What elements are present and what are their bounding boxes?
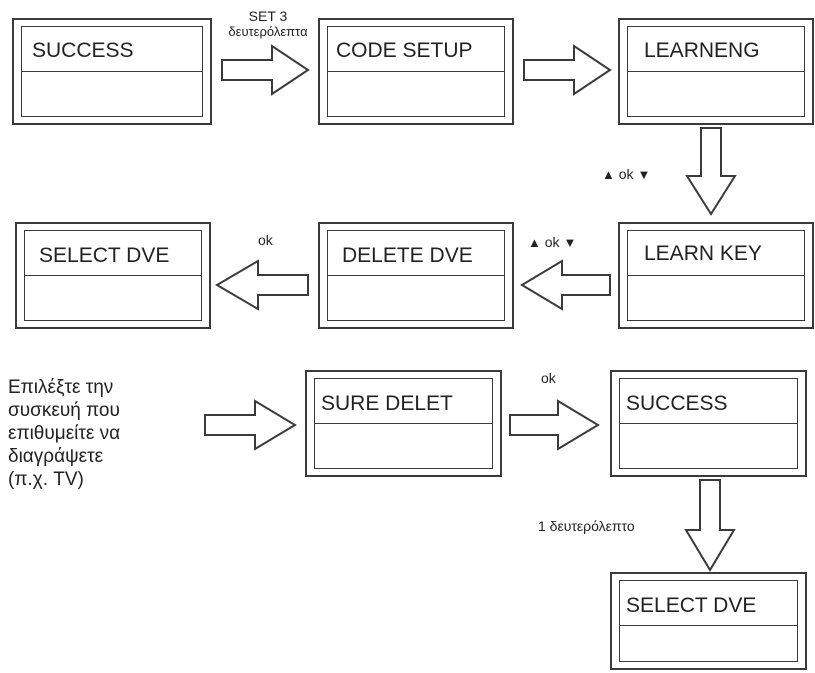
- screen-label: SELECT DVE: [39, 244, 170, 267]
- instruction-line-4: διαγράψετε: [8, 446, 104, 467]
- screen-select-dve-2: SELECT DVE: [610, 572, 807, 670]
- screen-label: DELETE DVE: [342, 244, 473, 267]
- screen-label: SUCCESS: [626, 392, 728, 415]
- screen-label: SELECT DVE: [626, 594, 757, 617]
- ok-note-sure: ok: [541, 370, 556, 386]
- instruction-line-2: συσκευή που: [8, 400, 120, 421]
- down-arrow-icon: ▼: [637, 167, 651, 182]
- screen-label: SURE DELET: [321, 392, 453, 415]
- arrow-left-2: [215, 259, 309, 311]
- screen-success-1: SUCCESS: [12, 18, 212, 125]
- screen-label: SUCCESS: [32, 39, 134, 62]
- nav-keys-delete: ▲ ok ▼: [528, 234, 576, 251]
- down-arrow-icon: ▼: [563, 235, 577, 250]
- screen-label: CODE SETUP: [336, 39, 473, 62]
- arrow-right-2: [523, 44, 612, 96]
- up-arrow-icon: ▲: [602, 167, 615, 182]
- screen-sure-delet: SURE DELET: [305, 370, 502, 477]
- screen-select-dve-1: SELECT DVE: [15, 222, 211, 329]
- instruction-line-5: (π.χ. TV): [8, 469, 84, 490]
- screen-success-2: SUCCESS: [610, 370, 807, 477]
- arrow-right-1: [221, 44, 310, 96]
- screen-code-setup: CODE SETUP: [318, 18, 514, 125]
- instruction-line-1: Επιλέξτε την: [8, 377, 114, 398]
- device-instruction: Επιλέξτε την συσκευή που επιθυμείτε να δ…: [8, 376, 120, 491]
- arrow-down-1: [685, 127, 737, 216]
- screen-label: LEARN KEY: [644, 242, 762, 265]
- ok-label: ok: [544, 234, 560, 250]
- arrow-right-4: [509, 399, 600, 451]
- nav-keys-learn: ▲ ok ▼: [602, 166, 650, 183]
- set-hold-note: SET 3 δευτερόλεπτα: [203, 8, 333, 40]
- arrow-left-1: [520, 259, 611, 311]
- arrow-down-2: [684, 479, 736, 572]
- screen-delete-dve: DELETE DVE: [318, 222, 514, 329]
- ok-label: ok: [618, 166, 634, 182]
- instruction-line-3: επιθυμείτε να: [8, 423, 121, 444]
- set-note-line1: SET 3: [248, 8, 288, 24]
- arrow-right-3: [204, 399, 297, 451]
- screen-learn-key: LEARN KEY: [618, 222, 814, 329]
- up-arrow-icon: ▲: [528, 235, 541, 250]
- ok-note-select: ok: [258, 232, 273, 248]
- one-second-note: 1 δευτερόλεπτο: [538, 518, 635, 534]
- set-note-line2: δευτερόλεπτα: [228, 24, 308, 39]
- screen-label: LEARNENG: [644, 39, 760, 62]
- screen-learneng: LEARNENG: [618, 18, 814, 125]
